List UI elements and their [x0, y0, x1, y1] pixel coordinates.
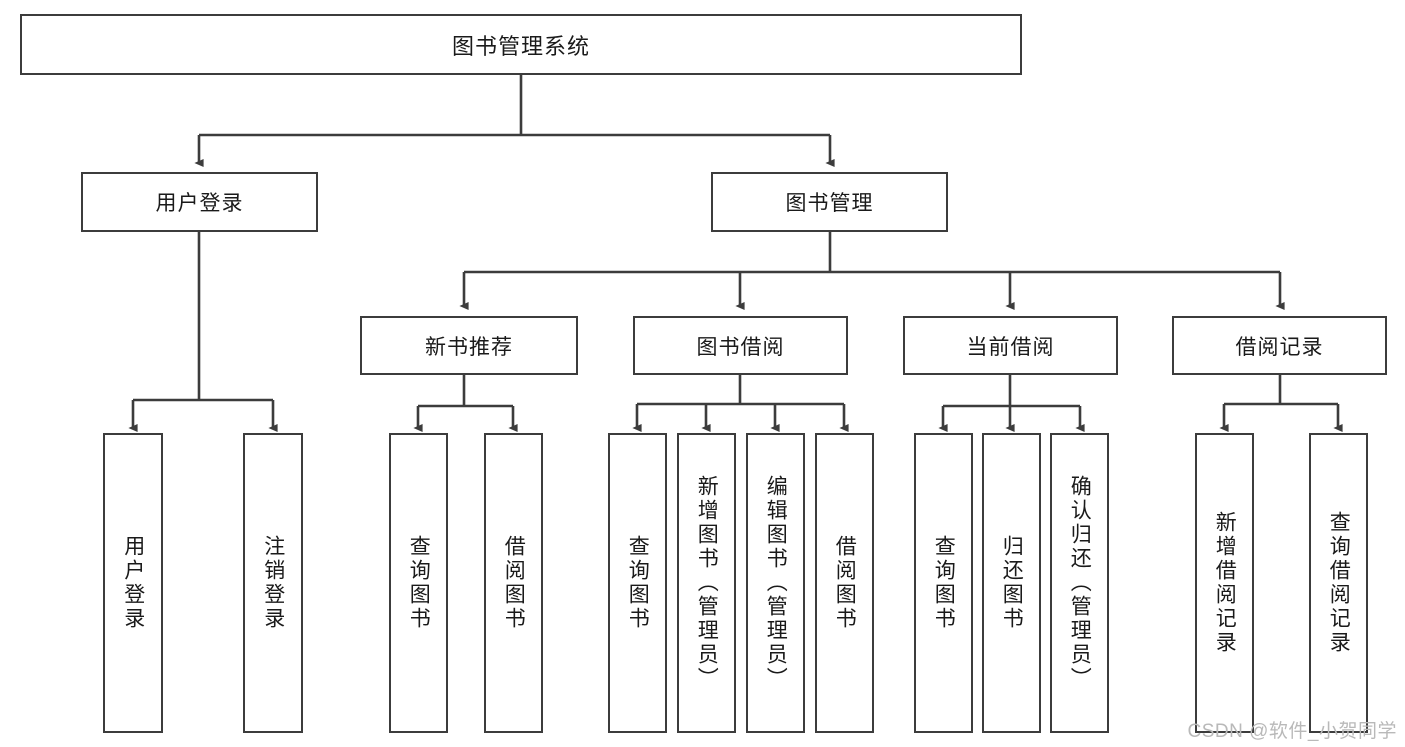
node-label: 图书借阅 — [696, 335, 785, 359]
leaf-confirm-return-admin[interactable]: 确认归还（管理员） — [1050, 433, 1109, 733]
leaf-logout-login[interactable]: 注销登录 — [243, 433, 303, 733]
node-label: 查询图书 — [932, 535, 956, 631]
leaf-query-books-borrowing[interactable]: 查询图书 — [608, 433, 667, 733]
leaf-borrow-books-recommendation[interactable]: 借阅图书 — [484, 433, 543, 733]
csdn-watermark: CSDN @软件_小贺同学 — [1187, 721, 1397, 742]
leaf-query-books-recommendation[interactable]: 查询图书 — [389, 433, 448, 733]
node-label: 查询借阅记录 — [1327, 511, 1351, 655]
node-label: 借阅图书 — [502, 535, 526, 631]
node-label: 确认归还（管理员） — [1068, 475, 1092, 691]
node-label: 图书管理系统 — [451, 33, 590, 59]
leaf-return-books[interactable]: 归还图书 — [982, 433, 1041, 733]
node-label: 注销登录 — [261, 535, 285, 631]
leaf-add-book-admin[interactable]: 新增图书（管理员） — [677, 433, 736, 733]
node-label: 用户登录 — [121, 535, 145, 631]
node-current-borrowing[interactable]: 当前借阅 — [903, 316, 1118, 375]
node-book-management[interactable]: 图书管理 — [711, 172, 948, 232]
node-label: 归还图书 — [1000, 535, 1024, 631]
node-label: 用户登录 — [155, 192, 244, 215]
node-label: 当前借阅 — [966, 335, 1055, 359]
leaf-add-borrow-record[interactable]: 新增借阅记录 — [1195, 433, 1254, 733]
leaf-borrow-books-borrowing[interactable]: 借阅图书 — [815, 433, 874, 733]
node-root-system[interactable]: 图书管理系统 — [20, 14, 1022, 75]
node-label: 新增借阅记录 — [1213, 511, 1237, 655]
leaf-query-borrow-record[interactable]: 查询借阅记录 — [1309, 433, 1368, 733]
node-borrowing-records[interactable]: 借阅记录 — [1172, 316, 1387, 375]
node-book-borrowing[interactable]: 图书借阅 — [633, 316, 848, 375]
node-label: 图书管理 — [785, 192, 874, 215]
leaf-user-login[interactable]: 用户登录 — [103, 433, 163, 733]
node-user-login[interactable]: 用户登录 — [81, 172, 318, 232]
node-label: 借阅图书 — [833, 535, 857, 631]
leaf-edit-book-admin[interactable]: 编辑图书（管理员） — [746, 433, 805, 733]
node-label: 新增图书（管理员） — [695, 475, 719, 691]
node-label: 借阅记录 — [1235, 335, 1324, 359]
leaf-query-books-current[interactable]: 查询图书 — [914, 433, 973, 733]
node-label: 编辑图书（管理员） — [764, 475, 788, 691]
node-new-book-recommendation[interactable]: 新书推荐 — [360, 316, 578, 375]
node-label: 新书推荐 — [425, 335, 513, 359]
node-label: 查询图书 — [407, 535, 431, 631]
node-label: 查询图书 — [626, 535, 650, 631]
